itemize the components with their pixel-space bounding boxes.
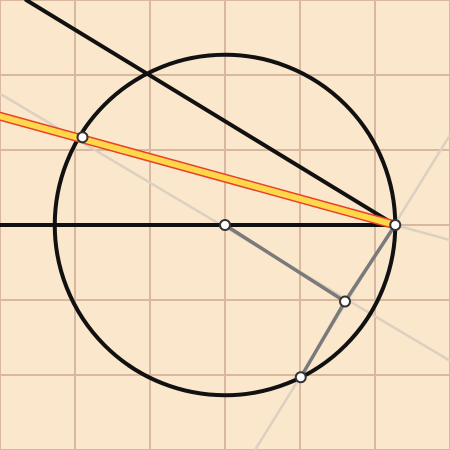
- point-upper-left[interactable]: [76, 131, 89, 144]
- diagonal-line[interactable]: [24, 0, 398, 227]
- segment-right-middle[interactable]: [343, 223, 397, 304]
- segments: [223, 223, 397, 379]
- highlight-layer: [0, 111, 400, 230]
- segment-center-middle[interactable]: [223, 223, 347, 304]
- points: [76, 131, 402, 384]
- point-center[interactable]: [219, 219, 231, 231]
- primary-lines: [0, 0, 398, 227]
- point-middle[interactable]: [339, 295, 351, 308]
- point-lower[interactable]: [294, 371, 307, 384]
- highlighted-line[interactable]: [0, 113, 399, 228]
- segment-middle-lower[interactable]: [299, 299, 347, 379]
- faint-line-c[interactable]: [394, 223, 450, 242]
- point-right[interactable]: [389, 219, 402, 231]
